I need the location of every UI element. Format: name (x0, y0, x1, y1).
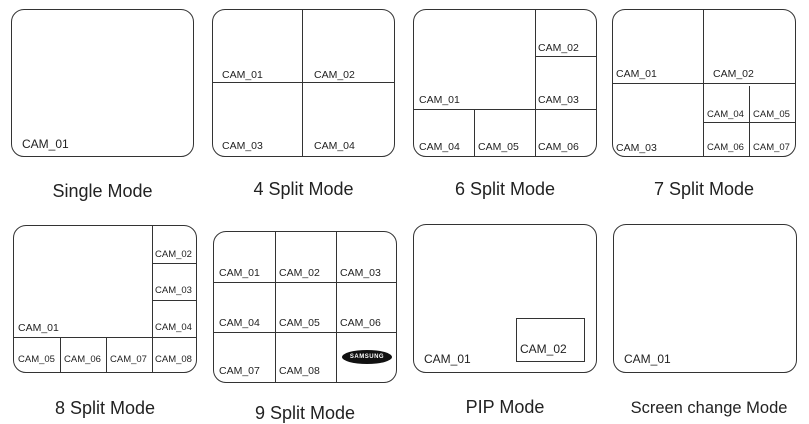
cam-label: CAM_08 (155, 354, 192, 365)
cam-label: CAM_05 (478, 141, 519, 153)
split-divider (152, 226, 153, 372)
cam-label: CAM_04 (707, 109, 744, 120)
split-divider (213, 82, 394, 83)
pip-mode-caption: PIP Mode (465, 397, 545, 417)
split7-mode-caption: 7 Split Mode (653, 179, 755, 199)
cam-label: CAM_02 (155, 249, 192, 260)
pip-inset-window: CAM_02 (516, 318, 585, 362)
split7-mode-screen: CAM_01 CAM_02 CAM_04 CAM_05 CAM_03 CAM_0… (612, 9, 796, 157)
split-divider (14, 337, 196, 338)
split-divider (703, 122, 795, 123)
pip-mode-screen: CAM_02 CAM_01 (413, 224, 597, 373)
split6-mode-caption: 6 Split Mode (454, 179, 556, 199)
cam-label: CAM_06 (340, 317, 381, 329)
split-divider (152, 263, 196, 264)
cam-label: CAM_01 (222, 69, 263, 81)
split-divider (535, 56, 596, 57)
cam-label: CAM_02 (314, 69, 355, 81)
cam-label: CAM_01 (616, 68, 657, 80)
cam-label: CAM_03 (155, 285, 192, 296)
split4-mode-caption: 4 Split Mode (253, 179, 354, 199)
cam-label: CAM_06 (707, 142, 744, 153)
cam-label: CAM_05 (18, 354, 55, 365)
cam-label: CAM_02 (520, 342, 567, 356)
cam-label: CAM_03 (222, 140, 263, 152)
cam-label: CAM_06 (64, 354, 101, 365)
split-divider (214, 332, 396, 333)
cam-label: CAM_04 (219, 317, 260, 329)
single-mode-caption: Single Mode (52, 181, 153, 201)
cam-label: CAM_03 (340, 267, 381, 279)
cam-label: CAM_07 (219, 365, 260, 377)
cam-label: CAM_03 (616, 142, 657, 154)
cam-label: CAM_05 (753, 109, 790, 120)
split-divider (60, 337, 61, 372)
samsung-logo: SAMSUNG (342, 350, 392, 364)
cam-label: CAM_04 (314, 140, 355, 152)
cam-label: CAM_07 (753, 142, 790, 153)
split-divider (474, 109, 475, 156)
cam-label: CAM_02 (713, 68, 754, 80)
split-divider (275, 232, 276, 382)
split8-mode-screen: CAM_02 CAM_03 CAM_01 CAM_04 CAM_05 CAM_0… (13, 225, 197, 373)
split6-mode-screen: CAM_02 CAM_01 CAM_03 CAM_04 CAM_05 CAM_0… (413, 9, 597, 157)
cam-label: CAM_02 (538, 42, 579, 54)
cam-label: CAM_01 (424, 352, 471, 366)
split4-mode-screen: CAM_01 CAM_02 CAM_03 CAM_04 (212, 9, 395, 157)
cam-label: CAM_07 (110, 354, 147, 365)
cam-label: CAM_01 (18, 322, 59, 334)
split8-mode-caption: 8 Split Mode (54, 398, 156, 418)
cam-label: CAM_05 (279, 317, 320, 329)
cam-label: CAM_04 (155, 322, 192, 333)
cam-label: CAM_01 (219, 267, 260, 279)
single-mode-screen: CAM_01 (11, 9, 194, 157)
cam-label: CAM_08 (279, 365, 320, 377)
split-divider (336, 232, 337, 382)
cam-label: CAM_06 (538, 141, 579, 153)
split9-mode-screen: CAM_01 CAM_02 CAM_03 CAM_04 CAM_05 CAM_0… (213, 231, 397, 383)
screen-change-mode-screen: CAM_01 (613, 224, 797, 373)
cam-label: CAM_01 (419, 94, 460, 106)
split-divider (535, 10, 536, 156)
split-divider (749, 86, 750, 156)
split9-mode-caption: 9 Split Mode (254, 403, 356, 423)
split-divider (106, 337, 107, 372)
cam-label: CAM_02 (279, 267, 320, 279)
cam-label: CAM_04 (419, 141, 460, 153)
split-divider (302, 10, 303, 156)
split-divider (214, 282, 396, 283)
cam-label: CAM_01 (22, 137, 69, 151)
cam-label: CAM_01 (624, 352, 671, 366)
split-divider (414, 109, 596, 110)
split-divider (152, 300, 196, 301)
screen-change-mode-caption: Screen change Mode (630, 399, 788, 417)
split-divider (613, 83, 795, 84)
cam-label: CAM_03 (538, 94, 579, 106)
